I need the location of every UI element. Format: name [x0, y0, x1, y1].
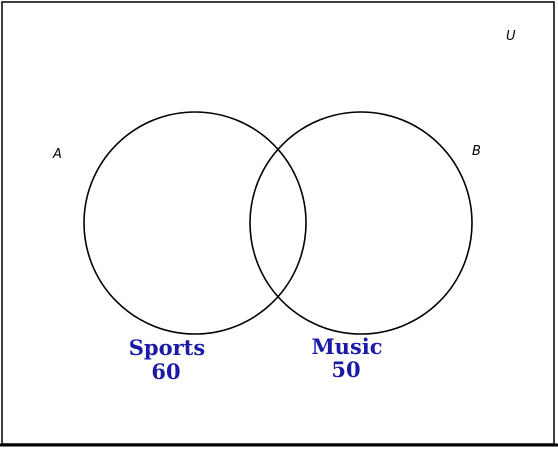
- set-b-circle: [249, 111, 473, 335]
- universe-label: U: [506, 29, 516, 44]
- set-b-label: B: [472, 144, 481, 159]
- set-a-count: 60: [151, 359, 180, 384]
- set-a-caption: Sports: [129, 335, 205, 360]
- set-a-label: A: [52, 147, 62, 162]
- universe-frame: [1, 1, 555, 445]
- set-b-count: 50: [331, 357, 360, 382]
- set-a-circle: [83, 111, 307, 335]
- set-b-caption: Music: [311, 334, 382, 359]
